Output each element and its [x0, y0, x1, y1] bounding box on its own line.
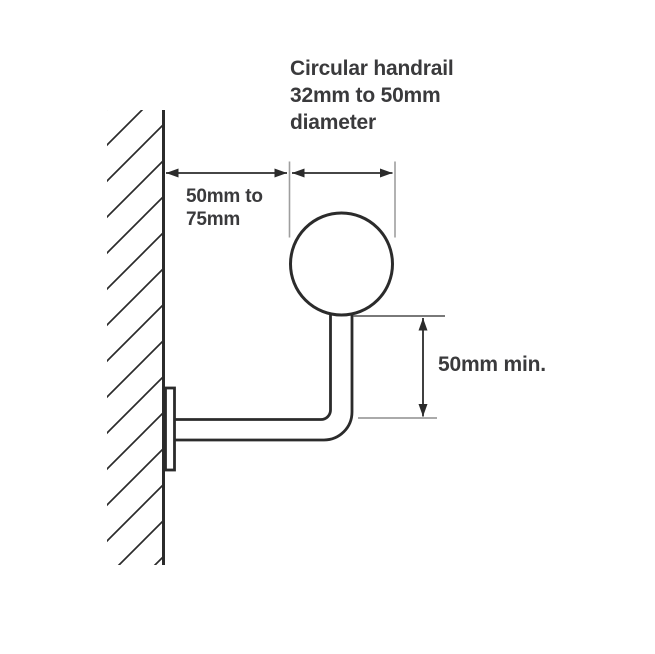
bracket-wall-plate — [164, 386, 176, 472]
diagram-title: Circular handrail 32mm to 50mm diameter — [290, 57, 454, 134]
clearance-label: 50mm min. — [438, 353, 546, 376]
wall-offset-label: 50mm to 75mm — [186, 186, 263, 230]
wall-hatching — [107, 110, 163, 565]
handrail-circle — [289, 211, 394, 317]
bracket-arm-outer-edge — [175, 313, 354, 442]
bracket-arm-inner-edge — [175, 314, 332, 421]
